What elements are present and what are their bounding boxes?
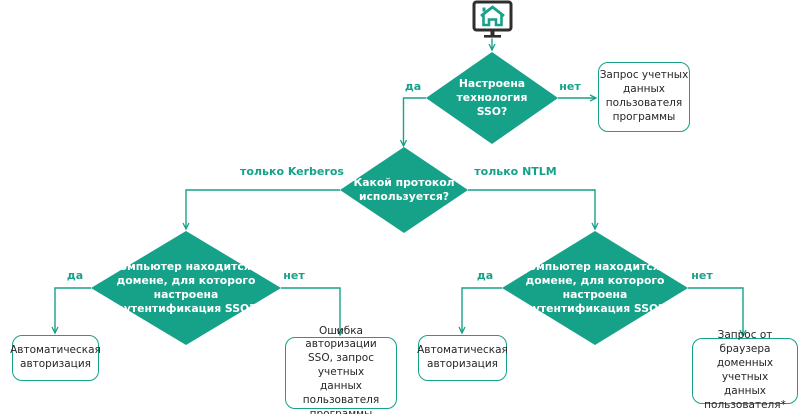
edge-label-ntlm: только NTLM [474, 165, 557, 178]
decision-protocol: Какой протокол используется? [340, 147, 468, 233]
edge-label-yes: да [476, 269, 494, 282]
decision-domain-ntlm: Компьютер находится в домене, для которо… [502, 231, 688, 345]
connector-protocol-kerberos [182, 189, 340, 231]
connector-domain-right-yes [458, 287, 502, 335]
diamond-shape [502, 231, 688, 345]
result-auto-auth-right: Автоматическая авторизация [417, 335, 508, 381]
edge-label-kerberos: только Kerberos [240, 165, 344, 178]
result-label: Автоматическая авторизация [417, 344, 508, 370]
edge-label-no: нет [559, 80, 581, 93]
diamond-shape [91, 231, 281, 345]
home-icon [480, 5, 505, 27]
computer-icon [472, 0, 513, 38]
decision-label: Какой протокол используется? [353, 175, 455, 203]
result-label: Автоматическая авторизация [10, 344, 101, 370]
decision-label: Настроена технология SSO? [456, 76, 528, 119]
result-auto-auth-left: Автоматическая авторизация [10, 335, 101, 381]
decision-domain-kerberos: Компьютер находится в домене, для которо… [91, 231, 281, 345]
connector-domain-left-no [281, 287, 344, 337]
edge-label-no: нет [283, 269, 305, 282]
result-label: Ошибка авторизации SSO, запрос учетных д… [302, 324, 380, 414]
diamond-shape [340, 147, 468, 233]
result-label: Запрос от браузера доменных учетных данн… [704, 329, 786, 411]
edge-label-yes: да [404, 80, 422, 93]
connector-domain-left-yes [51, 287, 91, 335]
result-sso-error: Ошибка авторизации SSO, запрос учетных д… [285, 325, 397, 414]
result-label: Запрос учетных данных пользователя прогр… [599, 69, 689, 123]
connector-domain-right-no [688, 287, 747, 338]
edge-label-no: нет [691, 269, 713, 282]
connector-sso-yes [399, 97, 426, 148]
diamond-shape [426, 52, 558, 144]
result-credentials-request: Запрос учетных данных пользователя прогр… [598, 62, 690, 132]
result-browser-credentials-request: Запрос от браузера доменных учетных данн… [692, 329, 798, 411]
decision-label: Компьютер находится в домене, для которо… [519, 259, 671, 316]
edge-label-yes: да [66, 269, 84, 282]
decision-label: Компьютер находится в домене, для которо… [110, 259, 262, 316]
connector-protocol-ntlm [468, 189, 599, 231]
decision-sso-configured: Настроена технология SSO? [426, 52, 558, 144]
